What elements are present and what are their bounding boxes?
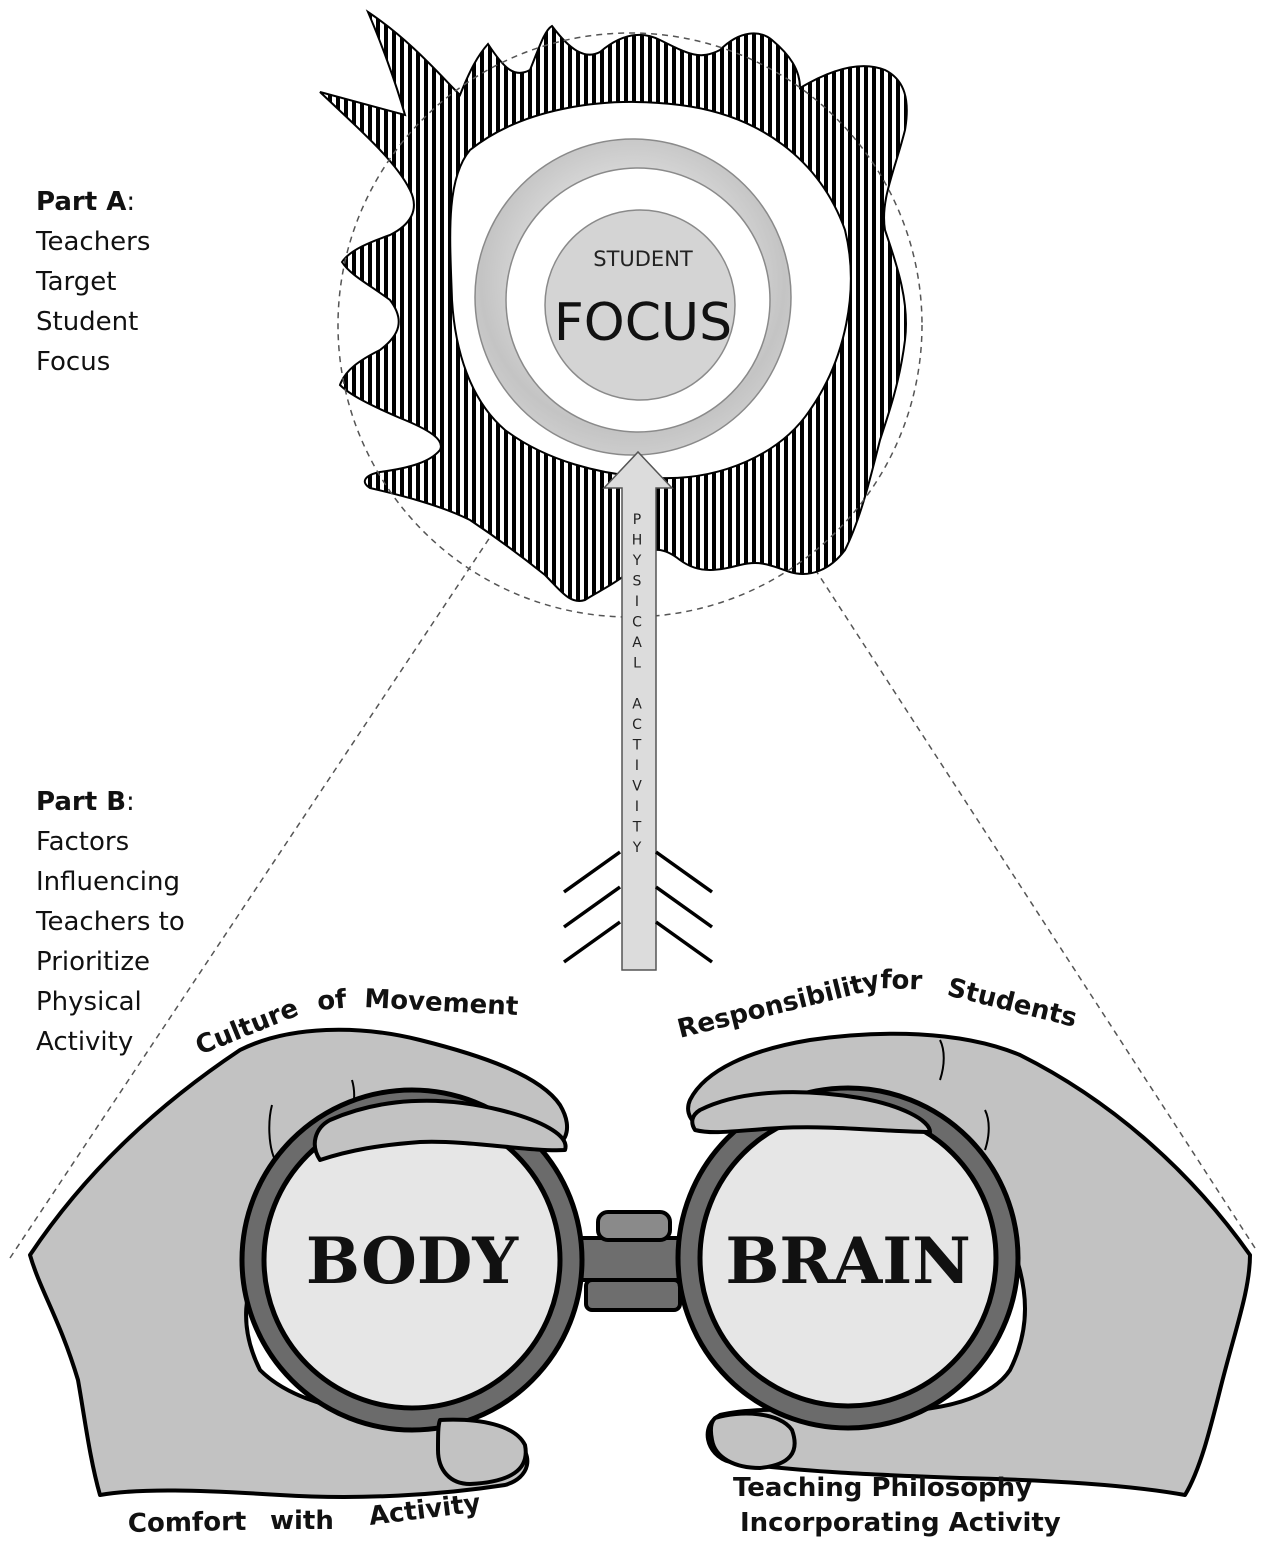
arrow-label-letter: V [632,779,642,795]
caption-word: with [270,1506,334,1536]
arrow-label-letter: A [632,635,642,651]
arrow-label-letter: C [632,717,642,733]
arrow-label-letter: C [632,615,642,631]
brain-lens-label: BRAIN [725,1224,970,1299]
caption-word: Comfort [128,1507,247,1539]
arrow-label-letter: H [632,533,643,549]
arrow-label-letter: P [633,512,641,528]
caption-line: Teaching Philosophy [733,1473,1032,1503]
teaching-philosophy-caption: Teaching Philosophy Incorporating Activi… [733,1473,1061,1538]
student-label: STUDENT [593,247,693,271]
caption-word: Responsibility [674,966,882,1045]
caption-line: Incorporating Activity [740,1508,1061,1538]
caption-word: Movement [364,984,519,1022]
arrow-label-letter: T [632,738,642,754]
arrow-label-letter: L [633,656,641,672]
caption-word: Students [944,973,1080,1034]
arrow-label-letter: I [635,799,639,815]
arrow-label-letter: S [633,574,642,590]
arrow-label-letter: T [632,820,642,836]
arrow-label-letter: I [635,594,639,610]
caption-word: of [316,984,348,1016]
arrow-label-letter: A [632,697,642,713]
focus-label: FOCUS [554,293,732,353]
body-lens-label: BODY [306,1224,520,1299]
arrow-label-letter: I [635,758,639,774]
caption-word: for [880,965,923,996]
arrow-label-letter: Y [632,840,642,856]
arrow-label-letter: Y [632,553,642,569]
